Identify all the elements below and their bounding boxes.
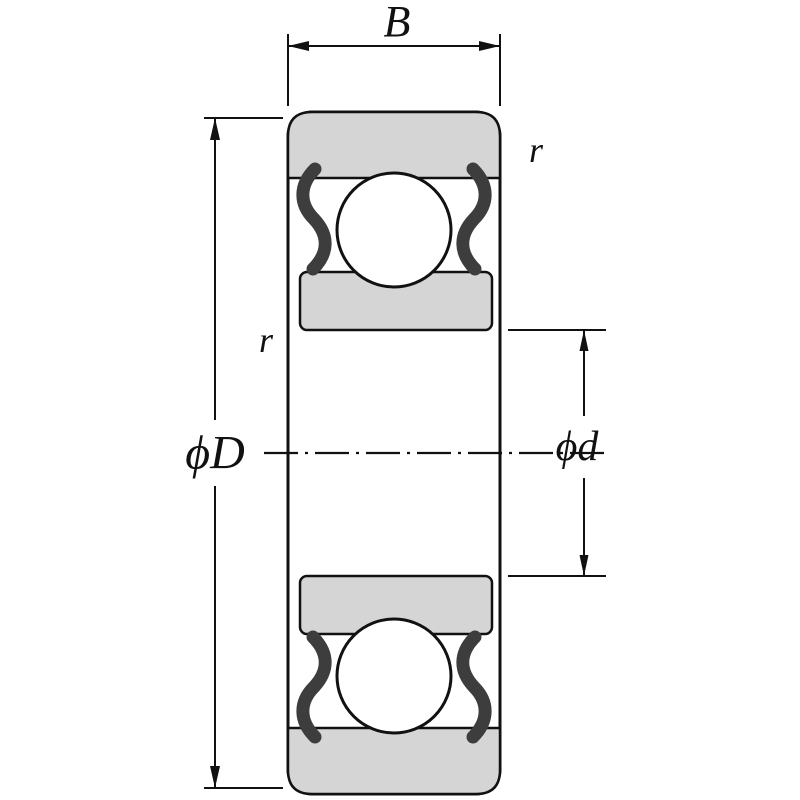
outer-ring-section-top — [286, 110, 502, 180]
label-radius-side: r — [259, 320, 274, 360]
arrowhead-left-icon — [288, 41, 309, 51]
seal-left — [296, 162, 332, 276]
arrowhead-down-icon — [210, 766, 220, 788]
dimension-bore-diameter: ϕd — [508, 329, 606, 577]
ball — [335, 171, 453, 289]
bearing-lower-section — [288, 576, 500, 794]
dimension-outer-diameter: ϕD — [185, 117, 283, 789]
label-width-B: B — [384, 0, 411, 46]
label-bore-diameter: ϕd — [556, 424, 600, 470]
label-outer-diameter: ϕD — [185, 427, 245, 480]
bearing-upper-section — [286, 110, 502, 332]
arrowhead-up-icon — [210, 118, 220, 140]
dimension-width-B: B — [287, 0, 501, 106]
arrowhead-up-icon — [579, 330, 589, 351]
arrowhead-down-icon — [579, 555, 589, 576]
arrowhead-right-icon — [479, 41, 500, 51]
label-radius-top: r — [529, 130, 544, 170]
